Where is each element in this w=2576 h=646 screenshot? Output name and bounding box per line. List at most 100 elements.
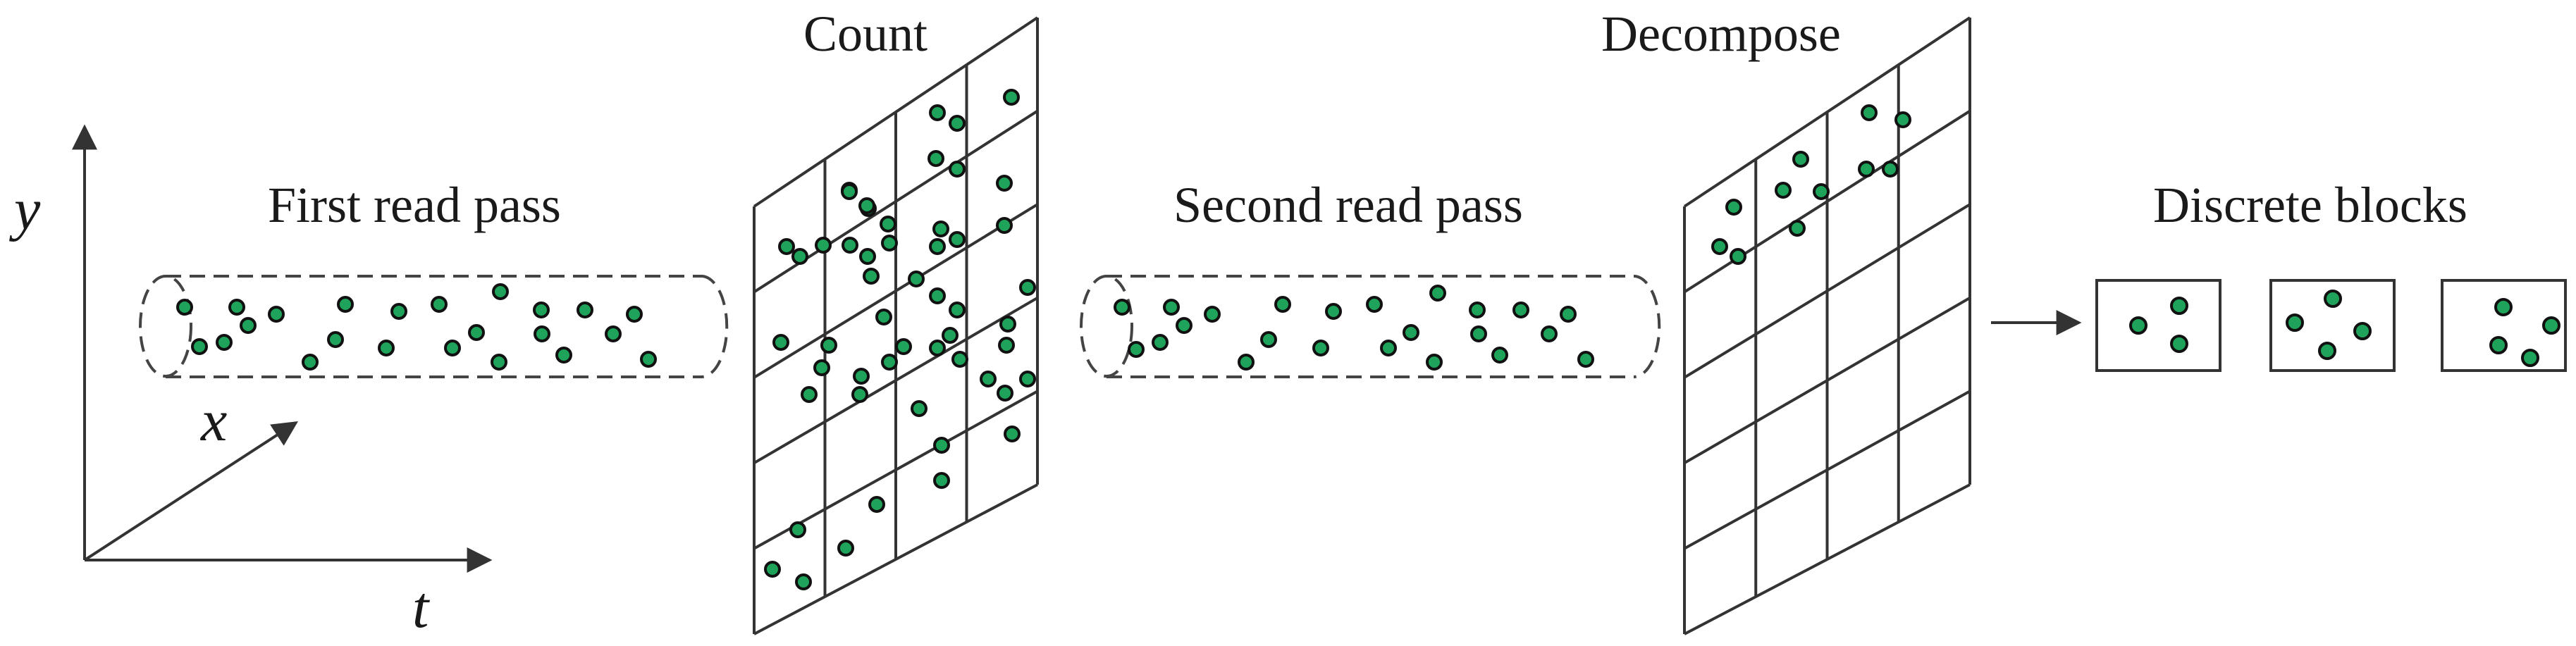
data-point: [268, 306, 285, 323]
data-point: [1491, 347, 1508, 364]
data-point: [1789, 220, 1806, 237]
data-point: [815, 237, 832, 254]
data-point: [996, 175, 1013, 192]
data-point: [1114, 299, 1130, 316]
data-point: [1470, 325, 1487, 342]
data-point: [240, 317, 257, 334]
count-grid: [753, 16, 1039, 635]
data-point: [842, 237, 858, 254]
grid-row-line: [1684, 483, 1971, 635]
grid-row-line: [1684, 390, 1971, 550]
data-point: [1312, 340, 1329, 356]
grid-row-line: [753, 203, 1039, 379]
data-point: [942, 327, 959, 344]
data-point: [949, 161, 966, 178]
data-point: [1429, 285, 1446, 302]
data-point: [997, 385, 1013, 402]
decompose-grid-dots: [1711, 104, 1911, 265]
axes: y x t: [8, 124, 493, 640]
data-point: [555, 347, 572, 364]
data-point: [444, 340, 461, 356]
data-point: [626, 306, 643, 323]
block-2: [2269, 279, 2396, 372]
data-point: [2170, 335, 2188, 353]
data-point: [1775, 182, 1792, 199]
data-point: [1469, 302, 1486, 318]
data-point: [772, 334, 789, 351]
data-point: [1858, 161, 1875, 178]
data-point: [1004, 426, 1021, 442]
data-point: [801, 386, 818, 403]
data-point: [1861, 104, 1878, 121]
data-point: [1512, 302, 1529, 318]
data-point: [851, 386, 868, 403]
second-cylinder-right-cap: [1633, 275, 1661, 378]
data-point: [951, 351, 968, 368]
data-point: [2521, 349, 2539, 367]
data-point: [933, 472, 950, 489]
data-point: [1019, 279, 1036, 296]
data-point: [228, 299, 245, 316]
data-point: [1730, 248, 1746, 265]
data-point: [949, 302, 966, 318]
data-point: [949, 115, 966, 132]
count-stage: Count: [753, 6, 1039, 635]
data-point: [2489, 336, 2508, 354]
data-point: [813, 359, 830, 376]
data-point: [2170, 297, 2188, 315]
data-point: [795, 573, 812, 590]
data-point: [176, 299, 193, 316]
second-cylinder-left-cap: [1080, 275, 1133, 378]
data-point: [1725, 199, 1742, 216]
count-label: Count: [803, 6, 928, 62]
data-point: [911, 400, 928, 417]
data-point: [216, 334, 233, 351]
data-point: [1019, 371, 1036, 387]
data-point: [868, 496, 885, 513]
data-point: [895, 338, 912, 355]
data-point: [1882, 161, 1899, 178]
data-point: [980, 371, 997, 387]
data-point: [378, 340, 395, 356]
data-point: [1366, 296, 1383, 313]
data-point: [1204, 306, 1221, 323]
data-point: [908, 271, 925, 287]
data-point: [1541, 325, 1558, 342]
data-point: [1380, 340, 1397, 356]
data-point: [1325, 303, 1342, 320]
first-cylinder-left-cap: [139, 275, 192, 378]
data-point: [1894, 111, 1911, 128]
data-point: [1176, 317, 1193, 334]
y-axis-label: y: [8, 177, 41, 242]
data-point: [929, 287, 946, 304]
data-point: [999, 316, 1016, 333]
data-point: [998, 337, 1015, 354]
data-point: [778, 238, 795, 255]
data-point: [875, 309, 892, 325]
first-pass-dots: [176, 283, 657, 371]
data-point: [2324, 290, 2342, 308]
data-point: [577, 302, 593, 318]
data-point: [1711, 238, 1728, 255]
data-point: [853, 368, 870, 385]
data-point: [929, 238, 946, 255]
data-point: [2129, 316, 2147, 335]
data-point: [929, 104, 946, 121]
discrete-blocks-label: Discrete blocks: [2153, 177, 2467, 233]
data-point: [1813, 183, 1830, 200]
grid-row-line: [1683, 16, 1971, 208]
count-grid-dots: [764, 89, 1036, 590]
decompose-label: Decompose: [1601, 6, 1841, 62]
data-point: [764, 561, 781, 578]
data-point: [468, 324, 485, 341]
data-point: [1274, 296, 1291, 313]
data-point: [327, 331, 344, 348]
grid-row-line: [753, 483, 1038, 635]
data-point: [302, 354, 319, 371]
data-point: [1403, 324, 1419, 341]
data-point: [534, 325, 550, 342]
data-point: [640, 351, 657, 368]
first-read-pass: First read pass: [139, 177, 729, 378]
data-point: [605, 325, 622, 342]
